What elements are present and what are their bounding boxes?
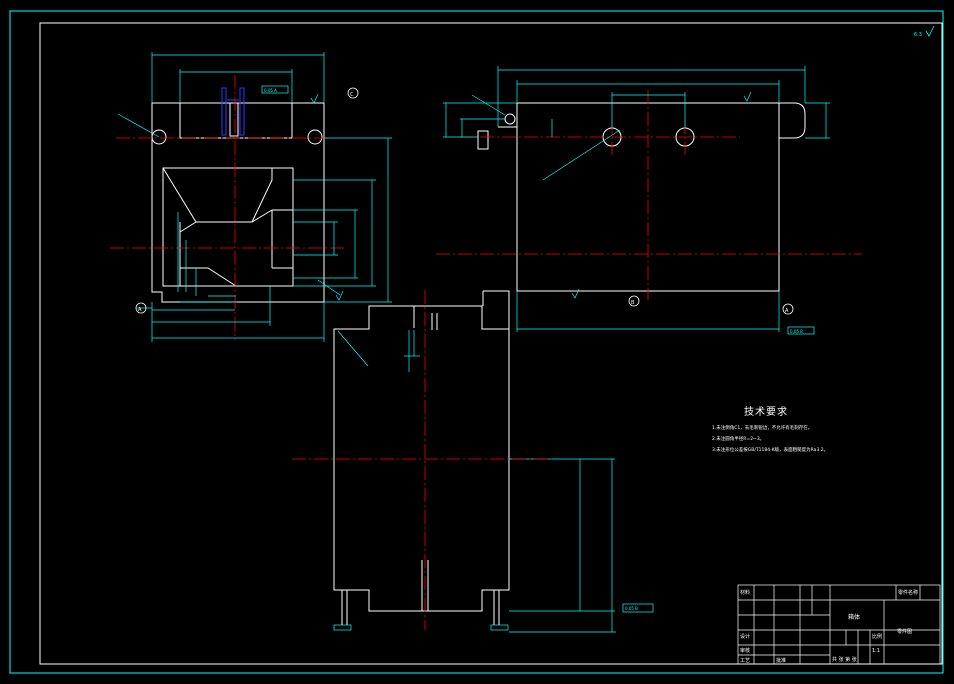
- drawing-name: 零件图: [897, 629, 913, 635]
- label-scale: 比例: [872, 634, 883, 640]
- tolerance-box-3: 0.05 B: [625, 606, 638, 611]
- tech-note-2: 2.未注圆角半径R=2~3。: [712, 437, 765, 442]
- label-material: 材料: [740, 590, 751, 596]
- view-top-left: 0.05 A C A: [110, 52, 392, 342]
- datum-b: B: [631, 300, 635, 306]
- inner-border: [39, 22, 943, 665]
- datum-c: C: [350, 92, 354, 98]
- roughness-value: 6.3: [914, 32, 922, 38]
- title-block-grid: [737, 584, 941, 665]
- label-part-name: 零件名称: [898, 590, 919, 596]
- sheet-label: 共 张 第 张: [832, 657, 857, 663]
- scale-value: 1:1: [872, 648, 881, 654]
- view-top-right: 0.05 B B A: [436, 66, 862, 335]
- label-designer: 设计: [740, 634, 751, 640]
- view-bottom: 0.05 B: [292, 290, 654, 633]
- outer-border: [9, 10, 944, 674]
- label-process: 工艺: [740, 658, 751, 664]
- part-name: 箱体: [848, 614, 861, 621]
- datum-a-right: A: [785, 308, 789, 314]
- roughness-symbol: [925, 25, 935, 37]
- tech-note-1: 1.未注倒角C1，去毛刺锐边，不允许有毛刺存在。: [712, 426, 813, 431]
- tolerance-box-1: 0.05 A: [264, 88, 277, 93]
- label-approve: 批准: [776, 658, 787, 664]
- datum-a-left: A: [138, 307, 142, 313]
- tech-note-3: 3.未注形位公差按GB/T1184-K级，表面粗糙度为Ra3.2。: [712, 448, 829, 453]
- label-checker: 审核: [740, 648, 751, 654]
- tolerance-box-2: 0.05 B: [790, 329, 803, 334]
- tech-requirements-title: 技术要求: [744, 407, 788, 418]
